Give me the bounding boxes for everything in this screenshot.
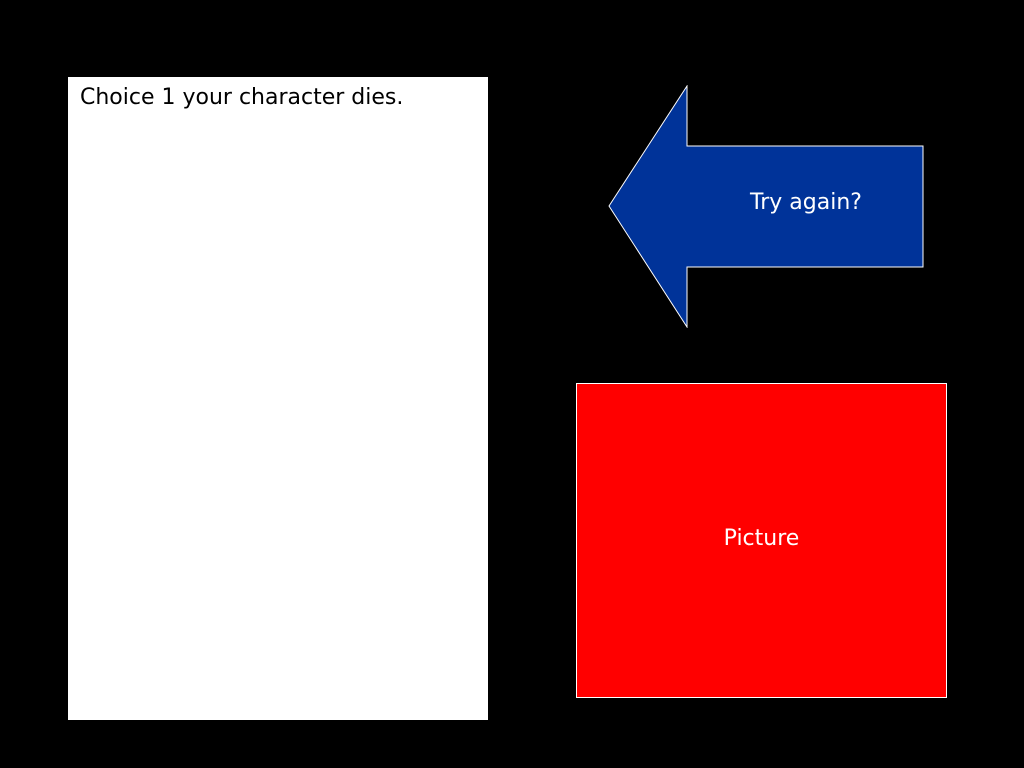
- picture-placeholder: Picture: [576, 383, 947, 698]
- left-arrow-icon: [608, 85, 924, 328]
- story-text-panel: Choice 1 your character dies.: [68, 77, 488, 720]
- try-again-label: Try again?: [750, 190, 862, 215]
- picture-label: Picture: [723, 526, 800, 551]
- story-text: Choice 1 your character dies.: [80, 85, 404, 110]
- try-again-button[interactable]: Try again?: [608, 85, 924, 328]
